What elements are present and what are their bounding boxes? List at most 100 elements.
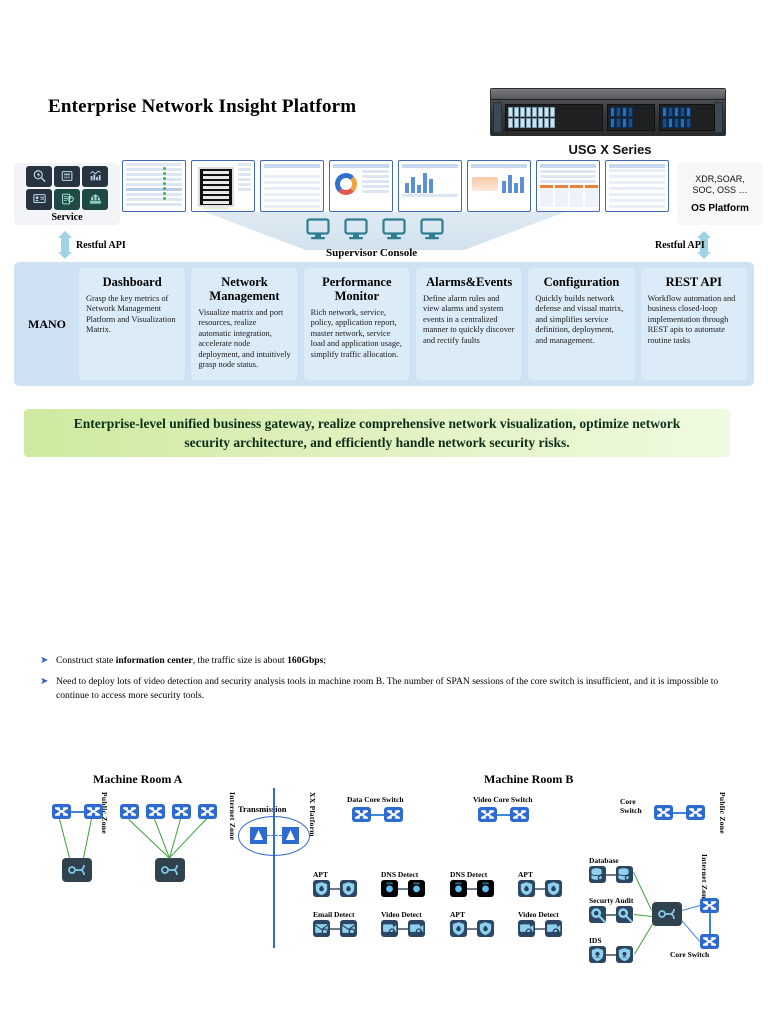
video-detect-icon[interactable] — [408, 920, 425, 937]
mano-panel: MANO Dashboard Grasp the key metrics of … — [14, 262, 754, 386]
tool-group-label: DNS Detect — [450, 870, 488, 879]
internet-zone-switch[interactable] — [198, 804, 217, 819]
public-zone-switch[interactable] — [52, 804, 71, 819]
connection-line — [633, 914, 652, 918]
connection-line — [497, 814, 510, 816]
mano-column-title: Configuration — [543, 275, 620, 289]
internet-zone-switch[interactable] — [172, 804, 191, 819]
internet-zone-switch[interactable] — [146, 804, 165, 819]
video-detect-icon[interactable] — [381, 920, 398, 937]
requirements-bullet-list: ➤Construct state information center, the… — [40, 654, 730, 710]
public-zone-aggregation-node[interactable] — [62, 858, 92, 882]
banner-text: Enterprise-level unified business gatewa… — [73, 416, 681, 450]
dns-detect-icon[interactable] — [381, 880, 398, 897]
dns-detect-icon[interactable] — [477, 880, 494, 897]
dark-console-thumbnail[interactable] — [191, 160, 255, 212]
transmission-node-right[interactable] — [282, 827, 299, 844]
video-core-switch[interactable] — [478, 807, 497, 822]
connection-line — [680, 920, 700, 942]
bar-chart-thumbnail[interactable] — [398, 160, 462, 212]
monitor-icon[interactable] — [306, 218, 330, 240]
os-platform-line-2: SOC, OSS … — [692, 185, 748, 195]
connection-line — [606, 874, 616, 876]
public-zone-switch[interactable] — [84, 804, 103, 819]
mano-column-body: Define alarm rules and view alarms and s… — [422, 294, 515, 345]
mano-column-body: Visualize matrix and port resources, rea… — [198, 308, 291, 370]
connection-line — [634, 924, 654, 955]
service-panel-label: Service — [51, 211, 83, 223]
mano-column-network-management[interactable]: Network Management Visualize matrix and … — [191, 268, 298, 380]
appliance-label: USG X Series — [568, 142, 652, 157]
core-switch-bottom[interactable] — [700, 898, 719, 913]
dns-detect-icon[interactable] — [408, 880, 425, 897]
trend-chart-thumbnail[interactable] — [467, 160, 531, 212]
mano-column-configuration[interactable]: Configuration Quickly builds network def… — [528, 268, 635, 380]
ids-icon[interactable] — [589, 946, 606, 963]
donut-chart-thumbnail[interactable] — [329, 160, 393, 212]
network-topology-icon[interactable] — [82, 188, 108, 210]
matrix-report-thumbnail[interactable] — [260, 160, 324, 212]
apt-icon[interactable] — [450, 920, 467, 937]
database-label: Database — [589, 856, 619, 865]
table-dashboard-thumbnail[interactable] — [122, 160, 186, 212]
connection-line — [467, 888, 477, 890]
connection-line — [467, 928, 477, 930]
mano-column-alarms-events[interactable]: Alarms&Events Define alarm rules and vie… — [415, 268, 523, 380]
public-zone-b-label: Public Zone — [718, 792, 727, 834]
video-detect-icon[interactable] — [545, 920, 562, 937]
page-title: Enterprise Network Insight Platform — [48, 96, 357, 117]
internet-zone-aggregation-node[interactable] — [155, 858, 185, 882]
xx-platform-label: XX Platform — [308, 792, 317, 837]
apt-icon[interactable] — [477, 920, 494, 937]
apt-icon[interactable] — [340, 880, 357, 897]
core-switch-bottom[interactable] — [700, 934, 719, 949]
connection-line — [632, 872, 652, 911]
apt-icon[interactable] — [313, 880, 330, 897]
bar-chart-icon[interactable] — [82, 165, 108, 187]
tool-group-label: Video Detect — [518, 910, 559, 919]
mano-label: MANO — [28, 316, 66, 331]
core-switch-top[interactable] — [654, 805, 673, 820]
zone-divider-line — [273, 788, 275, 948]
connection-line — [398, 928, 408, 930]
video-core-switch[interactable] — [510, 807, 529, 822]
email-detect-icon[interactable] — [313, 920, 330, 937]
securty-audit-icon[interactable] — [616, 906, 633, 923]
video-detect-icon[interactable] — [518, 920, 535, 937]
id-card-monitor-icon[interactable] — [26, 188, 52, 210]
monitor-icon[interactable] — [344, 218, 368, 240]
monitor-icon[interactable] — [382, 218, 406, 240]
service-icon-grid — [26, 165, 108, 210]
core-switch-bottom-label: Core Switch — [670, 950, 710, 959]
dns-detect-icon[interactable] — [450, 880, 467, 897]
securty-audit-icon[interactable] — [589, 906, 606, 923]
apt-icon[interactable] — [518, 880, 535, 897]
card-grid-thumbnail[interactable] — [536, 160, 600, 212]
restful-api-label-right: Restful API — [655, 240, 705, 251]
mano-column-performance-monitor[interactable]: Performance Monitor Rich network, servic… — [303, 268, 410, 380]
data-grid-thumbnail[interactable] — [605, 160, 669, 212]
connection-line — [371, 814, 384, 816]
database-icon[interactable] — [616, 866, 633, 883]
transmission-node-left[interactable] — [250, 827, 267, 844]
tool-group-label: DNS Detect — [381, 870, 419, 879]
ids-icon[interactable] — [616, 946, 633, 963]
search-lightning-icon[interactable] — [26, 165, 52, 187]
bullet-marker-icon: ➤ — [40, 675, 49, 687]
monitor-icon[interactable] — [420, 218, 444, 240]
data-core-switch[interactable] — [352, 807, 371, 822]
machine-room-b-aggregation-node[interactable] — [652, 902, 682, 926]
data-core-switch[interactable] — [384, 807, 403, 822]
core-switch-top[interactable] — [686, 805, 705, 820]
database-icon[interactable] — [589, 866, 606, 883]
internet-zone-switch[interactable] — [120, 804, 139, 819]
mano-column-rest-api[interactable]: REST API Workflow automation and busines… — [640, 268, 747, 380]
connection-line — [535, 888, 545, 890]
bullet-item: ➤Need to deploy lots of video detection … — [40, 675, 730, 704]
mano-column-dashboard[interactable]: Dashboard Grasp the key metrics of Netwo… — [79, 268, 186, 380]
server-rack-icon[interactable] — [54, 165, 80, 187]
document-gauge-icon[interactable] — [54, 188, 80, 210]
tool-group-label: APT — [313, 870, 328, 879]
email-detect-icon[interactable] — [340, 920, 357, 937]
apt-icon[interactable] — [545, 880, 562, 897]
